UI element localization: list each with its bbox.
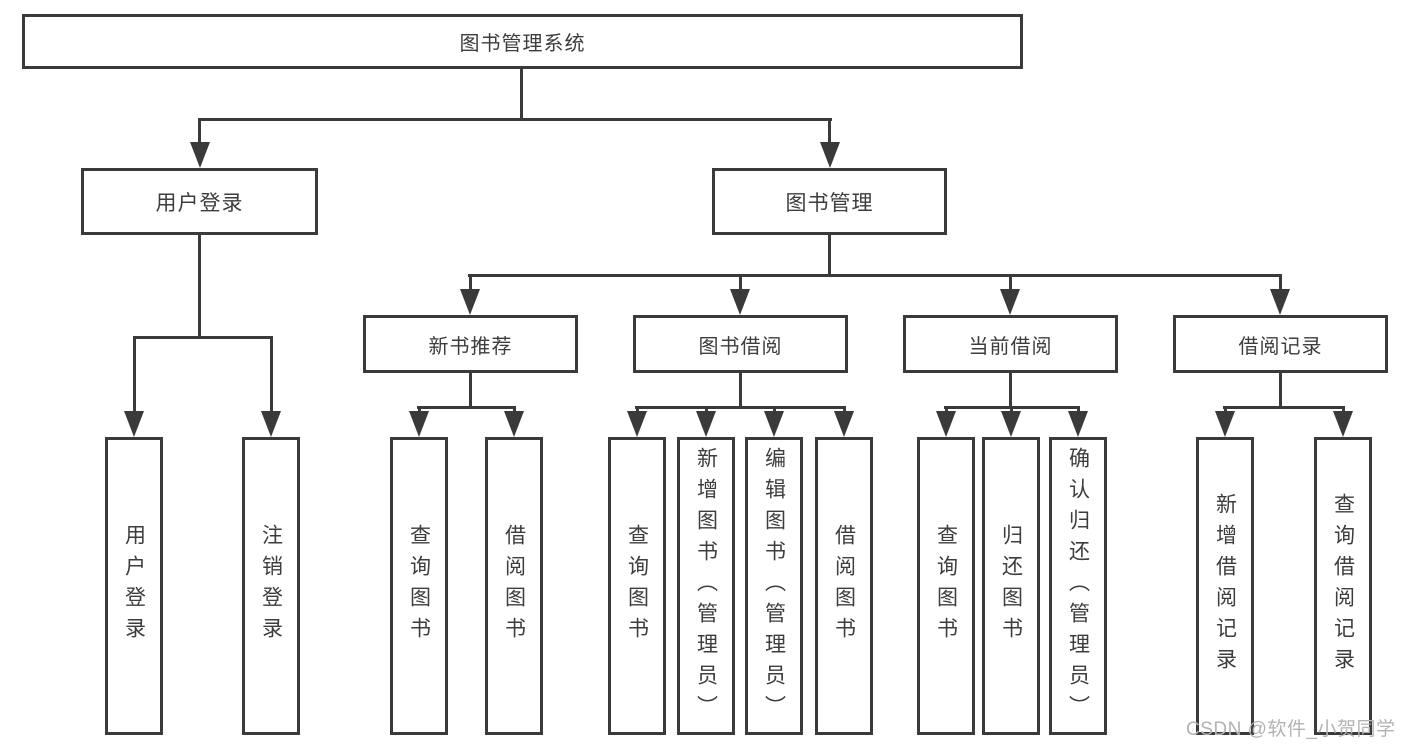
leaf-logout: 注销登录 (242, 437, 300, 735)
connector-line (1077, 406, 1080, 415)
leaf-add-borrow-record: 新增借阅记录 (1196, 437, 1254, 735)
leaf-borrow-books-2: 借阅图书 (815, 437, 873, 735)
connector-line (828, 118, 831, 146)
node-user-login: 用户登录 (81, 168, 318, 235)
leaf-query-books-2: 查询图书 (608, 437, 666, 735)
node-label: 编辑图书（管理员） (762, 446, 786, 726)
connector-line (1009, 274, 1012, 292)
node-borrowing-records: 借阅记录 (1173, 315, 1388, 373)
arrow-down-icon (834, 411, 854, 437)
arrow-down-icon (409, 411, 429, 437)
node-label: 查询图书 (625, 524, 649, 648)
connector-line (705, 406, 708, 415)
node-label: 当前借阅 (968, 335, 1053, 358)
arrow-down-icon (1333, 411, 1353, 437)
connector-line (636, 406, 639, 415)
node-label: 借阅图书 (502, 524, 526, 648)
connector-line (1279, 274, 1282, 292)
node-label: 查询图书 (934, 524, 958, 648)
leaf-return-books: 归还图书 (982, 437, 1040, 735)
connector-line (1010, 406, 1013, 415)
leaf-add-book-admin: 新增图书（管理员） (677, 437, 735, 735)
connector-line (468, 274, 1282, 277)
node-label: 查询借阅记录 (1331, 493, 1355, 679)
arrow-down-icon (1215, 411, 1235, 437)
arrow-down-icon (124, 411, 144, 437)
connector-line (1223, 406, 1345, 409)
node-label: 归还图书 (999, 524, 1023, 648)
connector-line (739, 373, 742, 409)
connector-line (773, 406, 776, 415)
node-label: 借阅记录 (1238, 335, 1323, 358)
arrow-down-icon (730, 289, 750, 315)
node-book-management: 图书管理 (712, 168, 947, 235)
node-label: 借阅图书 (832, 524, 856, 648)
leaf-edit-book-admin: 编辑图书（管理员） (745, 437, 803, 735)
node-label: 注销登录 (259, 524, 283, 648)
connector-line (133, 336, 136, 414)
connector-line (418, 406, 421, 415)
node-label: 图书借阅 (698, 335, 783, 358)
leaf-query-books-3: 查询图书 (917, 437, 975, 735)
arrow-down-icon (627, 411, 647, 437)
connector-line (198, 118, 832, 121)
connector-line (828, 235, 831, 277)
connector-line (417, 406, 516, 409)
arrow-down-icon (1001, 411, 1021, 437)
connector-line (469, 373, 472, 409)
node-current-borrowing: 当前借阅 (903, 315, 1118, 373)
leaf-query-books-1: 查询图书 (390, 437, 448, 735)
node-label: 新书推荐 (428, 335, 513, 358)
leaf-query-borrow-record: 查询借阅记录 (1314, 437, 1372, 735)
arrow-down-icon (504, 411, 524, 437)
connector-line (198, 235, 201, 339)
node-label: 确认归还（管理员） (1066, 446, 1090, 726)
arrow-down-icon (261, 411, 281, 437)
arrow-down-icon (764, 411, 784, 437)
arrow-down-icon (936, 411, 956, 437)
leaf-confirm-return-admin: 确认归还（管理员） (1049, 437, 1107, 735)
connector-line (1279, 373, 1282, 409)
connector-line (198, 118, 201, 146)
connector-line (843, 406, 846, 415)
connector-line (520, 69, 523, 121)
arrow-down-icon (820, 142, 840, 168)
arrow-down-icon (696, 411, 716, 437)
arrow-down-icon (460, 289, 480, 315)
connector-line (133, 336, 273, 339)
connector-line (635, 406, 846, 409)
node-label: 图书管理 (785, 191, 874, 215)
node-book-borrowing: 图书借阅 (633, 315, 848, 373)
node-new-book-recommend: 新书推荐 (363, 315, 578, 373)
arrow-down-icon (1000, 289, 1020, 315)
node-label: 查询图书 (407, 524, 431, 648)
node-label: 新增图书（管理员） (694, 446, 718, 726)
connector-line (1009, 373, 1012, 409)
connector-line (270, 336, 273, 414)
node-label: 用户登录 (155, 191, 244, 215)
connector-line (739, 274, 742, 292)
arrow-down-icon (1270, 289, 1290, 315)
connector-line (513, 406, 516, 415)
node-library-management-system: 图书管理系统 (22, 14, 1023, 69)
node-label: 图书管理系统 (459, 33, 586, 55)
node-label: 新增借阅记录 (1213, 493, 1237, 679)
connector-line (945, 406, 948, 415)
connector-line (1224, 406, 1227, 415)
arrow-down-icon (1068, 411, 1088, 437)
connector-line (469, 274, 472, 292)
leaf-user-login: 用户登录 (105, 437, 163, 735)
connector-line (1342, 406, 1345, 415)
csdn-watermark: CSDN @软件_小贺同学 (1186, 719, 1396, 740)
leaf-borrow-books-1: 借阅图书 (485, 437, 543, 735)
node-label: 用户登录 (122, 524, 146, 648)
arrow-down-icon (190, 142, 210, 168)
